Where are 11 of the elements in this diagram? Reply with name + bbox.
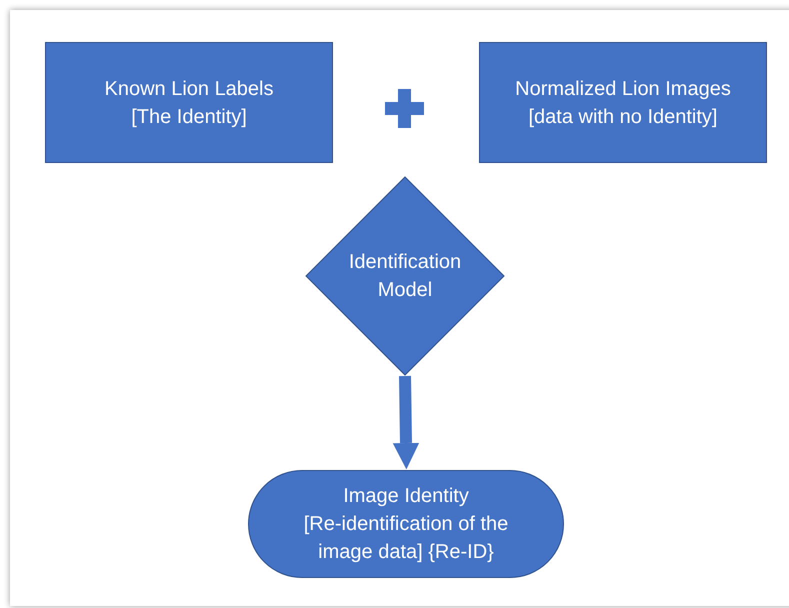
node-label: [data with no Identity]: [528, 104, 718, 130]
arrow: [392, 376, 420, 470]
node-label: [The Identity]: [131, 104, 247, 130]
decision-diamond: [305, 176, 505, 376]
node-label: Image Identity: [343, 484, 469, 509]
node-label: Identification Model: [348, 250, 462, 303]
node-label: Normalized Lion Images: [515, 76, 731, 102]
node-label: [Re-identification of the image data] {Re-ID}: [302, 512, 510, 565]
process-box: [45, 42, 333, 163]
node-label: Known Lion Labels: [104, 76, 274, 102]
process-box: [479, 42, 767, 163]
